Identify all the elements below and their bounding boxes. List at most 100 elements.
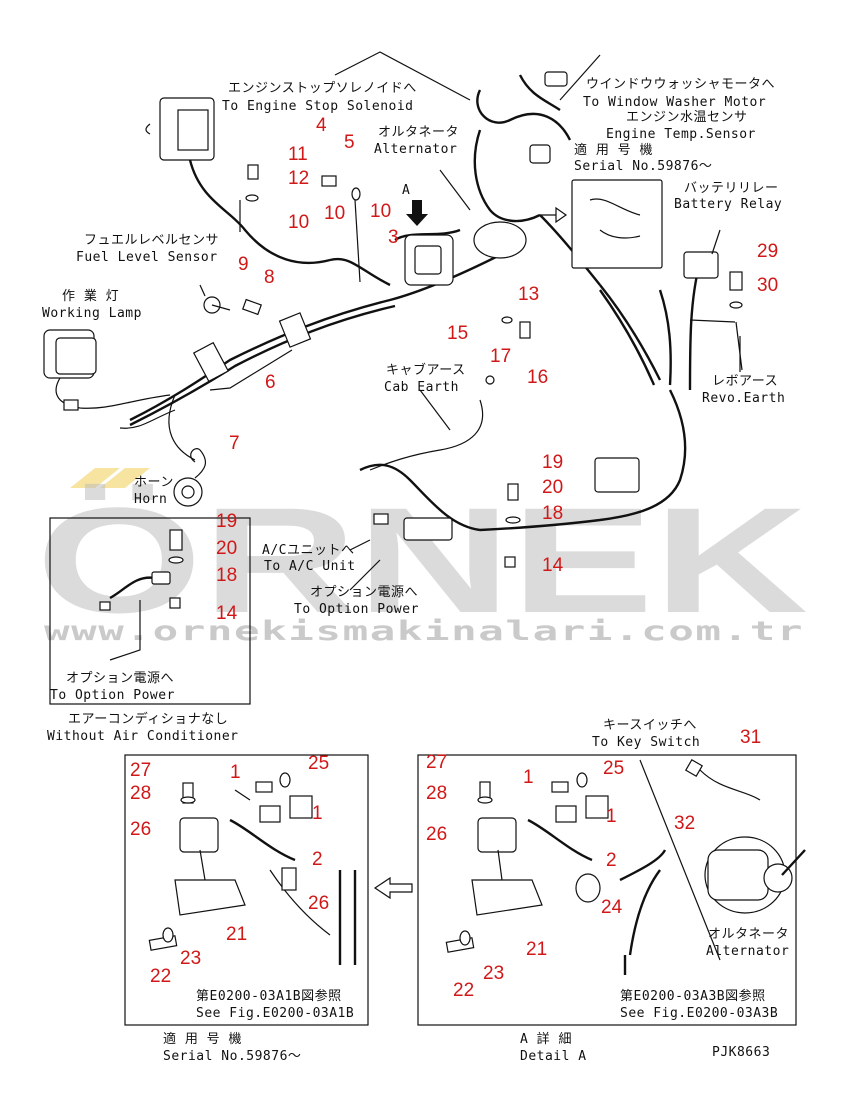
label-serial2-jp: 適 用 号 機 (163, 1031, 242, 1047)
view-a-arrow (406, 200, 428, 226)
watermark-logo: ÖRNEK (36, 476, 808, 644)
label-option2-en: To Option Power (50, 688, 175, 703)
part-number: 1 (606, 806, 617, 827)
part-number: 13 (518, 284, 539, 305)
clip (585, 795, 609, 819)
stop-solenoid-terminal (177, 109, 209, 151)
part-number: 28 (426, 783, 447, 804)
part-number: 23 (180, 948, 201, 969)
bolt (729, 271, 743, 291)
label-relay-jp: バッテリリレー (684, 181, 779, 196)
part-number: 23 (483, 963, 504, 984)
washer (279, 772, 291, 788)
bolt (247, 164, 259, 180)
part-number: 31 (740, 727, 761, 748)
nut (169, 597, 181, 609)
main-harness (43, 51, 743, 591)
watermark-url: www.ornekismakinalari.com.tr (44, 616, 804, 647)
bracket (471, 879, 543, 916)
washer-motor-connector (544, 71, 568, 87)
serial-detail (124, 754, 369, 1026)
label-fig2-jp: 第E0200-03A3B図参照 (620, 988, 766, 1004)
part-number: 24 (601, 897, 623, 918)
part-number: 29 (757, 241, 778, 262)
view-transfer-arrow (373, 876, 413, 900)
harness-clamp (278, 312, 312, 348)
washer (729, 301, 743, 309)
part-number: 20 (542, 477, 563, 498)
part-number: 22 (453, 980, 474, 1001)
bolt (551, 781, 569, 793)
detail-a-frame (417, 754, 797, 1026)
washer (168, 556, 184, 564)
inset-serial-view (571, 179, 663, 269)
label-serial-en: Serial No.59876～ (574, 159, 712, 174)
label-temp-jp: エンジン水温センサ (626, 110, 748, 125)
part-number: 9 (238, 254, 249, 275)
part-number: 16 (527, 367, 548, 388)
label-detail-en: Detail A (520, 1049, 587, 1064)
label-alt2-en: Alternator (706, 944, 789, 959)
part-number: 5 (344, 132, 355, 153)
label-horn-en: Horn (134, 492, 167, 507)
part-numbers: 4 5 11 12 10 10 10 3 9 8 13 15 17 16 29 … (130, 115, 778, 1001)
label-alt2-jp: オルタネータ (708, 927, 789, 942)
part-number: 26 (308, 893, 329, 914)
part-number: 19 (542, 452, 563, 473)
lamp-connector (63, 399, 79, 411)
label-alt-en: Alternator (374, 142, 457, 157)
label-relay-en: Battery Relay (674, 197, 782, 212)
part-number: 14 (216, 603, 238, 624)
alternator-body (473, 221, 527, 259)
part-number: 7 (229, 433, 240, 454)
label-serial-jp: 適 用 号 機 (574, 142, 653, 158)
part-number: 18 (216, 565, 237, 586)
label-noac-en: Without Air Conditioner (47, 729, 239, 744)
relay (179, 817, 219, 853)
harness-clamp (192, 341, 230, 383)
option-power-connector (403, 517, 453, 541)
part-number: 27 (426, 752, 447, 773)
label-noac-jp: エアーコンディショナなし (68, 711, 228, 727)
connector (281, 867, 297, 891)
part-number: 8 (264, 267, 275, 288)
bolt (242, 298, 262, 316)
part-number: 20 (216, 538, 237, 559)
washer (576, 772, 588, 788)
bolt (507, 483, 519, 501)
washer (351, 187, 361, 201)
label-ac-jp: A/Cユニットへ (262, 543, 354, 558)
without-ac-frame (49, 517, 251, 705)
label-fuel-jp: フュエルレベルセンサ (84, 233, 219, 248)
label-stop-en: To Engine Stop Solenoid (222, 99, 414, 114)
part-number: 25 (603, 758, 624, 779)
label-fig1-jp: 第E0200-03A1B図参照 (196, 988, 342, 1004)
label-temp-en: Engine Temp.Sensor (606, 127, 756, 142)
part-number: 14 (542, 555, 564, 576)
label-washer-en: To Window Washer Motor (583, 95, 766, 110)
bracket (174, 879, 246, 916)
part-number: 2 (312, 849, 323, 870)
detail-a (417, 754, 806, 1026)
part-number: 30 (757, 275, 778, 296)
without-ac-detail (49, 517, 251, 705)
part-number: 10 (288, 212, 309, 233)
nut (504, 556, 516, 568)
part-number: 1 (312, 803, 323, 824)
part-number: 32 (674, 813, 695, 834)
part-number: 26 (130, 819, 151, 840)
label-cab-en: Cab Earth (384, 380, 459, 395)
washer (505, 516, 521, 524)
washer (477, 796, 493, 804)
label-serial2-en: Serial No.59876～ (163, 1049, 301, 1064)
part-number: 28 (130, 783, 151, 804)
label-key-jp: キースイッチへ (603, 718, 697, 733)
part-number: 27 (130, 760, 151, 781)
drawing-code: PJK8663 (712, 1045, 770, 1060)
labels: エンジンストップソレノイドへ To Engine Stop Solenoid オ… (42, 77, 789, 1064)
label-fig2-en: See Fig.E0200-03A3B (620, 1006, 778, 1021)
part-number: 1 (230, 762, 241, 783)
label-washer-jp: ウインドウウォッシャモータへ (586, 77, 775, 92)
